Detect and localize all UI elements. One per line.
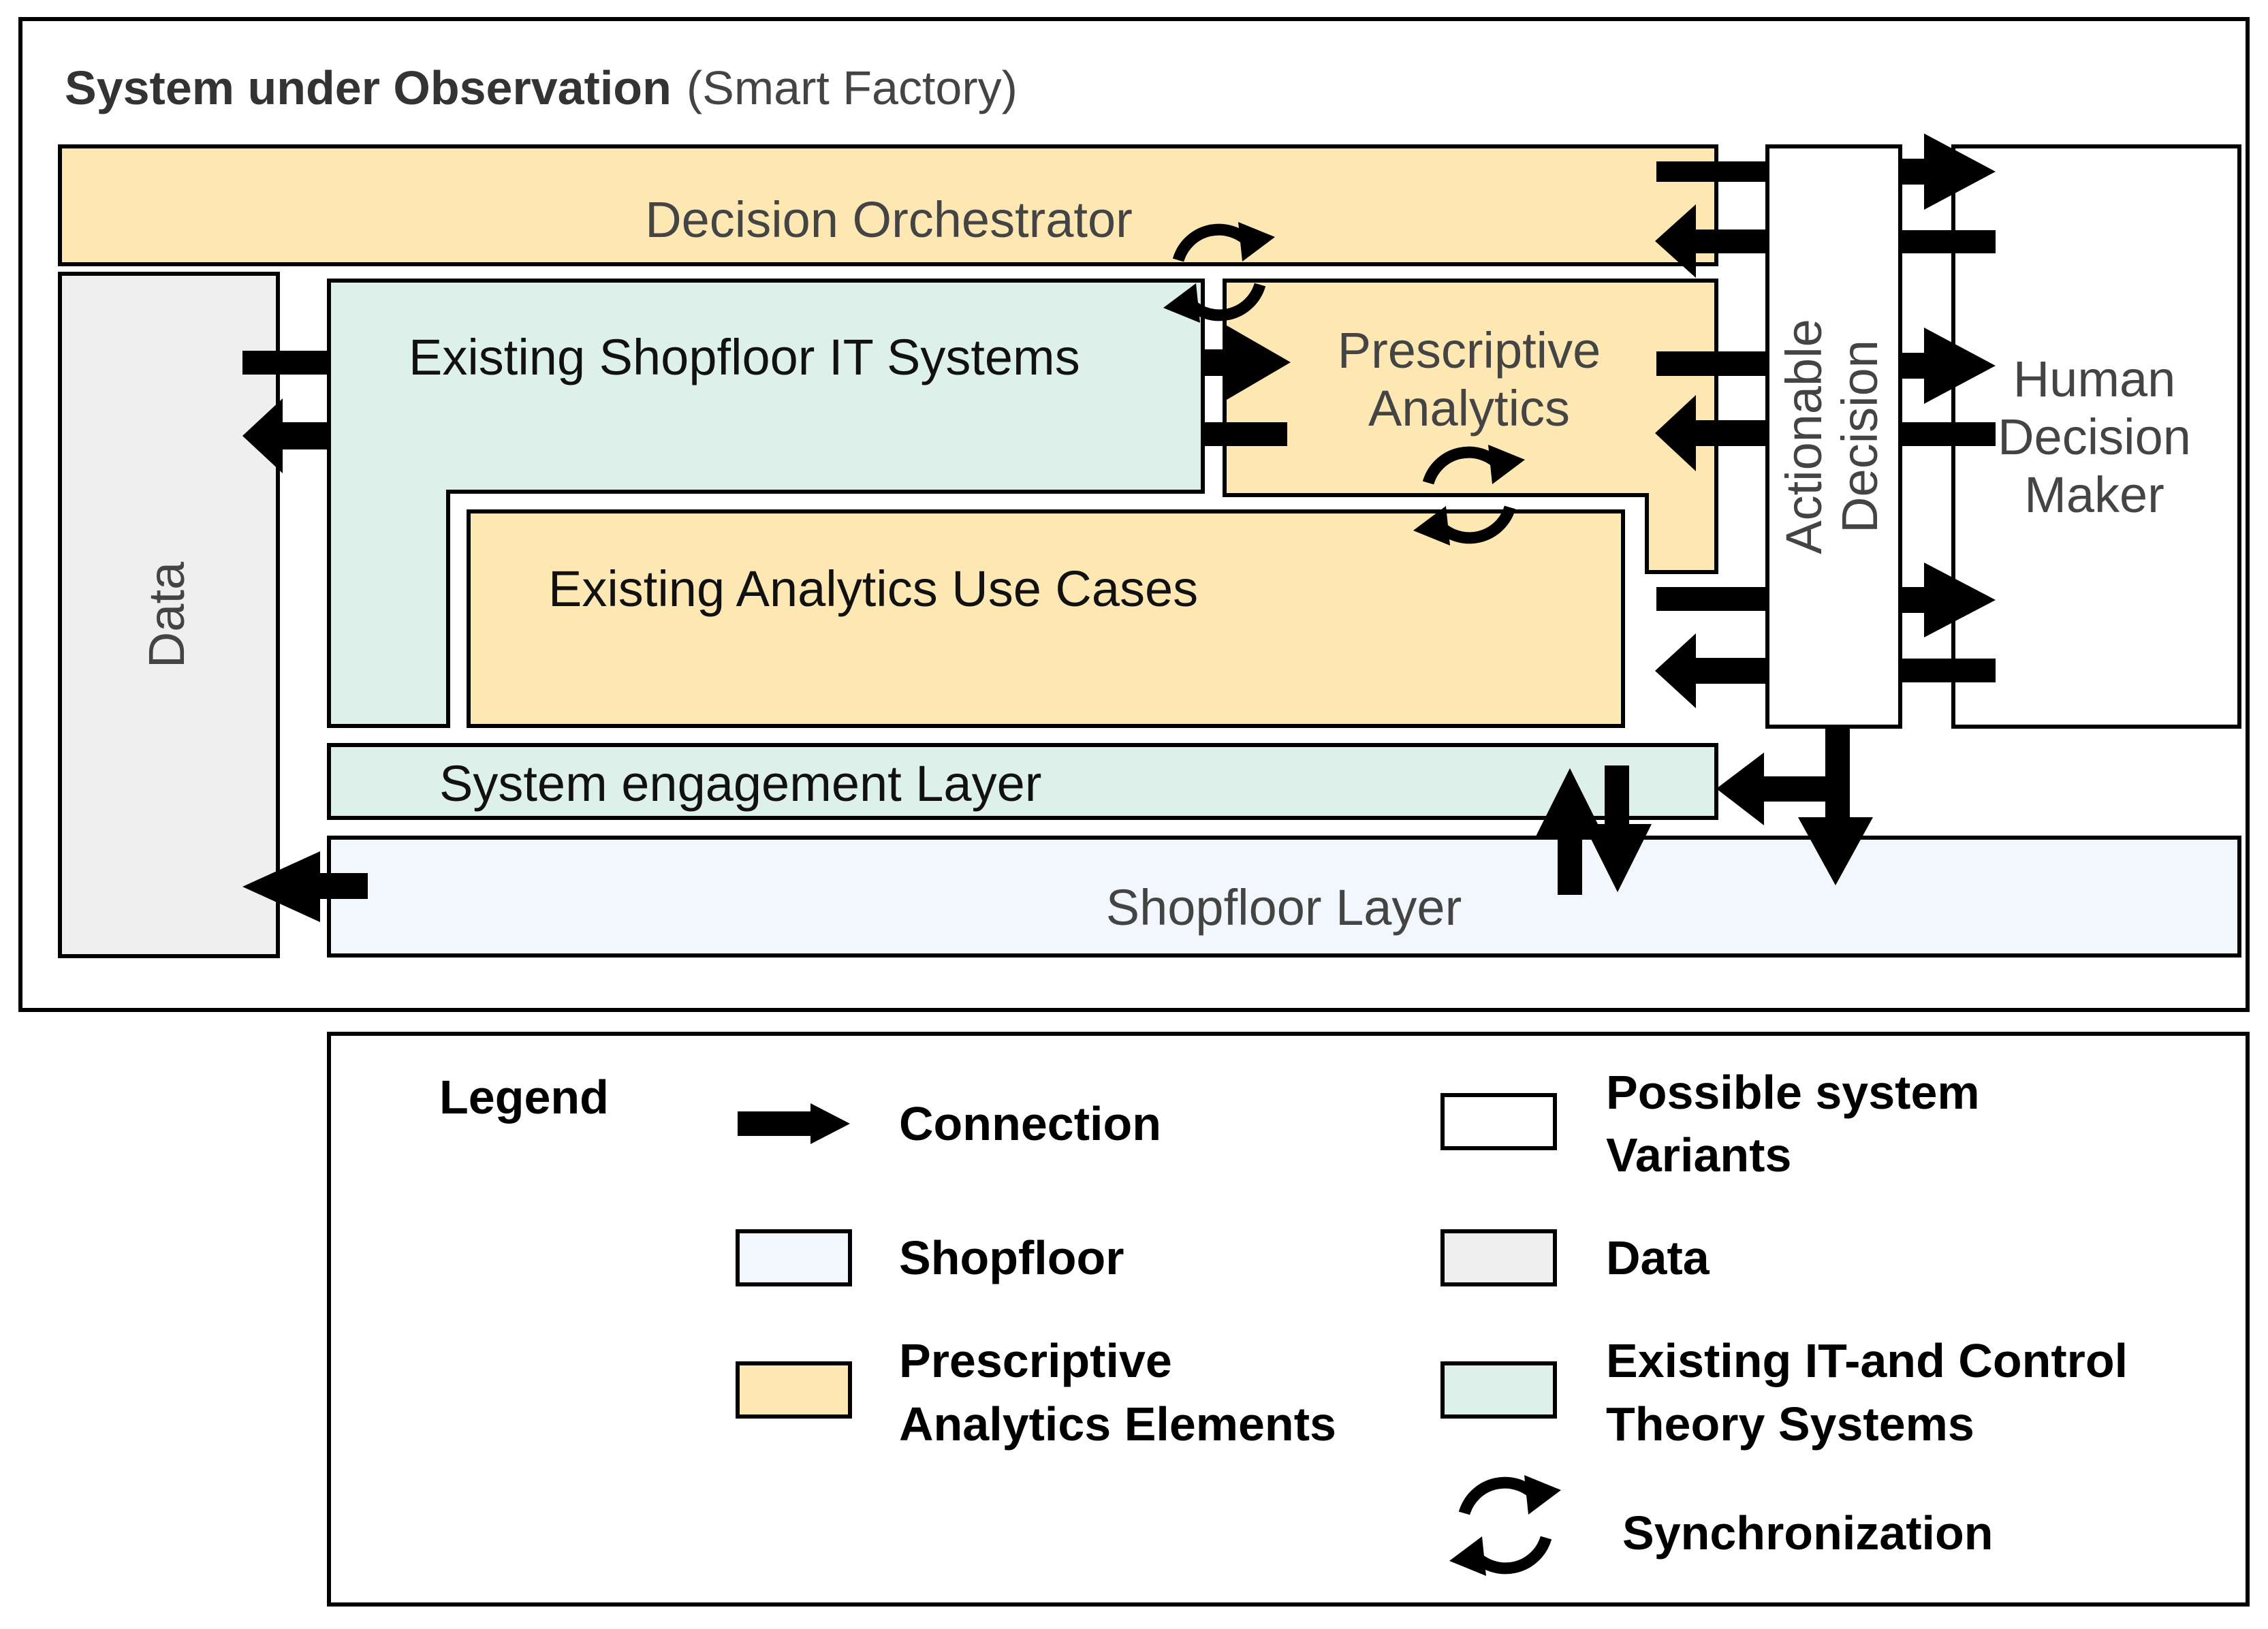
arrow-icon bbox=[1203, 422, 1287, 446]
arrow-icon bbox=[738, 1103, 850, 1144]
legend-it-label-2: Theory Systems bbox=[1606, 1397, 1974, 1451]
legend-data-label: Data bbox=[1606, 1231, 1710, 1284]
legend-connection-label: Connection bbox=[899, 1097, 1161, 1150]
human-label-3: Maker bbox=[2024, 466, 2164, 523]
arrow-icon bbox=[1897, 230, 1996, 253]
legend-frame bbox=[327, 1032, 2250, 1607]
legend-variants-label-1: Possible system bbox=[1606, 1066, 1980, 1119]
decision-orchestrator-label: Decision Orchestrator bbox=[645, 191, 1133, 248]
legend-prescriptive-label-1: Prescriptive bbox=[899, 1334, 1172, 1387]
arrow-icon bbox=[1203, 323, 1291, 402]
human-label-1: Human bbox=[2013, 351, 2176, 407]
legend-variants-label-2: Variants bbox=[1606, 1128, 1791, 1182]
arrow-icon bbox=[242, 851, 368, 922]
engagement-layer-box bbox=[327, 743, 1718, 820]
prescriptive-analytics-box bbox=[1223, 279, 1718, 574]
legend-prescriptive-swatch bbox=[736, 1361, 852, 1419]
actionable-decision-label: Actionable Decision bbox=[1776, 319, 1888, 554]
arrow-icon bbox=[242, 351, 329, 375]
arrow-icon bbox=[1798, 724, 1873, 885]
engagement-layer-label: System engagement Layer bbox=[439, 755, 1041, 812]
arrow-icon bbox=[1655, 633, 1767, 708]
arrow-icon bbox=[1897, 328, 1996, 404]
existing-analytics-box bbox=[467, 509, 1625, 728]
arrow-icon bbox=[1897, 133, 1996, 210]
legend-sync-label: Synchronization bbox=[1622, 1506, 1993, 1560]
data-box bbox=[58, 272, 280, 958]
system-title: System under Observation(Smart Factory) bbox=[65, 61, 1018, 114]
arrow-icon bbox=[1655, 204, 1767, 278]
svg-text:Actionable: Actionable bbox=[1776, 319, 1832, 554]
arrow-icon bbox=[1584, 765, 1652, 892]
legend-it-label-1: Existing IT-and Control bbox=[1606, 1334, 2128, 1387]
existing-it-box bbox=[327, 279, 1205, 728]
arrow-icon bbox=[1897, 563, 1996, 637]
arrow-icon bbox=[242, 398, 329, 473]
shopfloor-layer-label: Shopfloor Layer bbox=[1106, 879, 1462, 936]
arrow-icon bbox=[1656, 587, 1767, 611]
prescriptive-analytics-label-2: Analytics bbox=[1368, 380, 1570, 437]
arrow-icon bbox=[1897, 422, 1996, 446]
legend-prescriptive-label-2: Analytics Elements bbox=[899, 1397, 1336, 1451]
existing-it-label: Existing Shopfloor IT Systems bbox=[409, 329, 1080, 385]
existing-analytics-label: Existing Analytics Use Cases bbox=[548, 560, 1198, 617]
actionable-decision-box bbox=[1765, 144, 1902, 729]
decision-orchestrator-box bbox=[58, 144, 1718, 266]
legend-shopfloor-label: Shopfloor bbox=[899, 1231, 1124, 1284]
arrow-icon bbox=[1655, 395, 1767, 471]
shopfloor-layer-box bbox=[327, 836, 2241, 958]
human-decision-maker-box bbox=[1951, 144, 2241, 729]
arrow-icon bbox=[1897, 659, 1996, 682]
connection-arrows bbox=[242, 133, 1996, 922]
arrow-icon bbox=[1656, 161, 1767, 182]
svg-text:Decision: Decision bbox=[1831, 340, 1888, 533]
arrow-icon bbox=[1536, 768, 1604, 895]
legend-data-swatch bbox=[1440, 1229, 1557, 1286]
legend-it-swatch bbox=[1440, 1361, 1557, 1419]
prescriptive-analytics-label-1: Prescriptive bbox=[1338, 322, 1601, 379]
legend-shopfloor-swatch bbox=[736, 1229, 852, 1286]
legend-variants-swatch bbox=[1440, 1093, 1557, 1150]
arrow-icon bbox=[1716, 753, 1825, 825]
data-label: Data bbox=[138, 561, 195, 668]
arrow-icon bbox=[1656, 351, 1767, 376]
human-label-2: Decision bbox=[1998, 409, 2191, 465]
legend-title: Legend bbox=[439, 1071, 609, 1124]
